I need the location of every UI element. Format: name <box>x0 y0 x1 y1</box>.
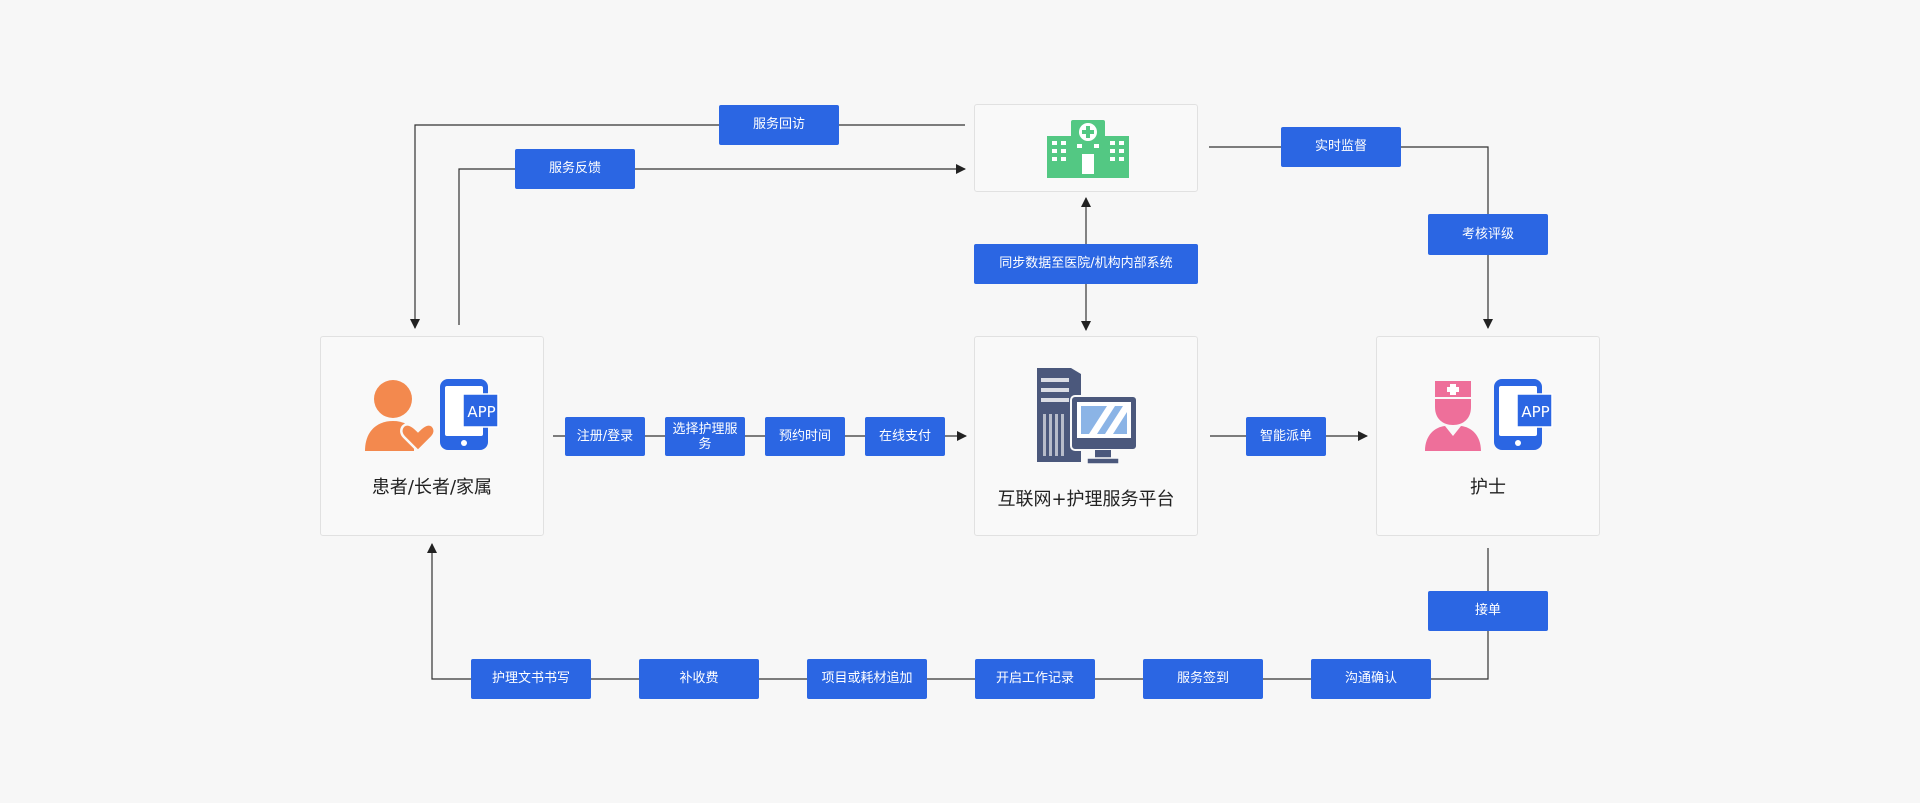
accept-order-tag[interactable]: 接单 <box>1428 591 1548 631</box>
patient-node-label: 患者/长者/家属 <box>371 477 493 498</box>
nurse-node-label: 护士 <box>1470 477 1506 498</box>
communicate-confirm-tag[interactable]: 沟通确认 <box>1311 659 1431 699</box>
nurse-icon <box>1425 381 1481 451</box>
line-service-revisit <box>410 124 965 329</box>
line-service-feedback <box>458 164 966 325</box>
hospital-node <box>974 104 1198 192</box>
computer-icon <box>1037 368 1138 465</box>
add-items-materials-tag[interactable]: 项目或耗材追加 <box>807 659 927 699</box>
select-nursing-service-tag[interactable]: 选择护理服务 <box>665 417 745 456</box>
nurse-node: APP 护士 <box>1376 336 1600 536</box>
sync-data-tag[interactable]: 同步数据至医院/机构内部系统 <box>974 244 1198 284</box>
nursing-documentation-tag[interactable]: 护理文书书写 <box>471 659 591 699</box>
supplementary-fee-tag[interactable]: 补收费 <box>639 659 759 699</box>
realtime-supervision-tag[interactable]: 实时监督 <box>1281 127 1401 167</box>
book-time-tag[interactable]: 预约时间 <box>765 417 845 456</box>
service-revisit-tag[interactable]: 服务回访 <box>719 105 839 145</box>
assessment-rating-tag[interactable]: 考核评级 <box>1428 214 1548 255</box>
patient-node: APP 患者/长者/家属 <box>320 336 544 536</box>
nurse-app-text: APP <box>1521 403 1550 421</box>
service-checkin-tag[interactable]: 服务签到 <box>1143 659 1263 699</box>
register-login-tag[interactable]: 注册/登录 <box>565 417 645 456</box>
patient-heart-icon <box>365 380 435 453</box>
platform-node: 互联网+护理服务平台 <box>974 336 1198 536</box>
service-feedback-tag[interactable]: 服务反馈 <box>515 149 635 189</box>
platform-node-label: 互联网+护理服务平台 <box>997 489 1175 510</box>
mobile-app-icon <box>1494 379 1553 450</box>
mobile-app-icon <box>440 379 499 450</box>
smart-dispatch-tag[interactable]: 智能派单 <box>1246 417 1326 456</box>
start-work-record-tag[interactable]: 开启工作记录 <box>975 659 1095 699</box>
hospital-icon <box>1047 120 1129 178</box>
online-payment-tag[interactable]: 在线支付 <box>865 417 945 456</box>
patient-app-text: APP <box>467 403 496 421</box>
